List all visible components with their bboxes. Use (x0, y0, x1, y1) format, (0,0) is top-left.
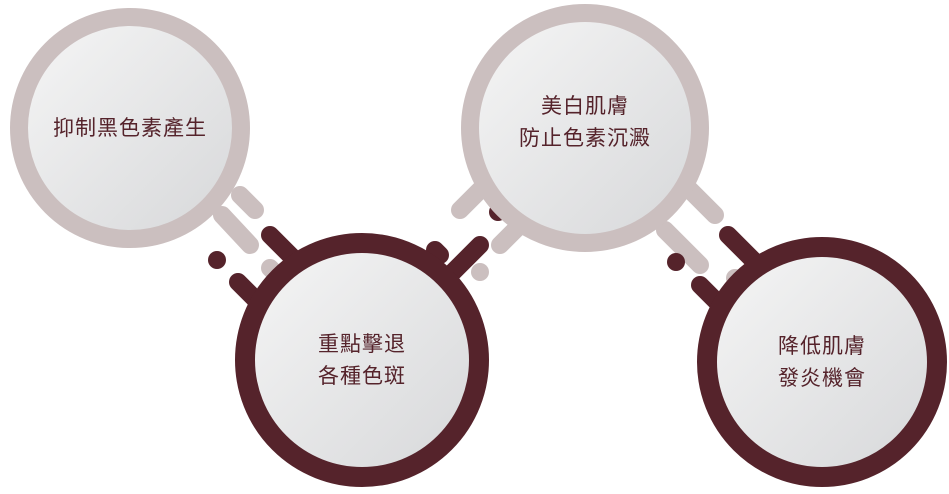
connector-dark (441, 236, 489, 284)
dot-dark (667, 253, 685, 271)
node-label-1: 抑制黑色素產生 (30, 112, 230, 144)
dot-light (471, 263, 489, 281)
label-line: 抑制黑色素產生 (53, 116, 207, 140)
connector-light (681, 181, 724, 224)
node-label-3: 美白肌膚 防止色素沉澱 (485, 90, 685, 154)
node-label-2: 重點擊退 各種色斑 (262, 328, 462, 392)
node-label-4: 降低肌膚 發炎機會 (722, 330, 922, 394)
connector-light (656, 221, 709, 274)
label-line: 發炎機會 (778, 366, 866, 390)
dot-dark (208, 251, 226, 269)
connector-light (213, 206, 259, 254)
label-line: 重點擊退 (318, 332, 406, 356)
node-circle-4 (697, 237, 947, 487)
node-circle-1 (10, 8, 250, 248)
connector-dark (426, 241, 449, 264)
label-line: 各種色斑 (318, 364, 406, 388)
node-circle-2 (235, 233, 489, 487)
node-circle-3 (461, 4, 709, 252)
label-line: 美白肌膚 (541, 94, 629, 118)
label-line: 防止色素沉澱 (519, 126, 651, 150)
label-line: 降低肌膚 (778, 334, 866, 358)
connector-light (231, 186, 264, 219)
